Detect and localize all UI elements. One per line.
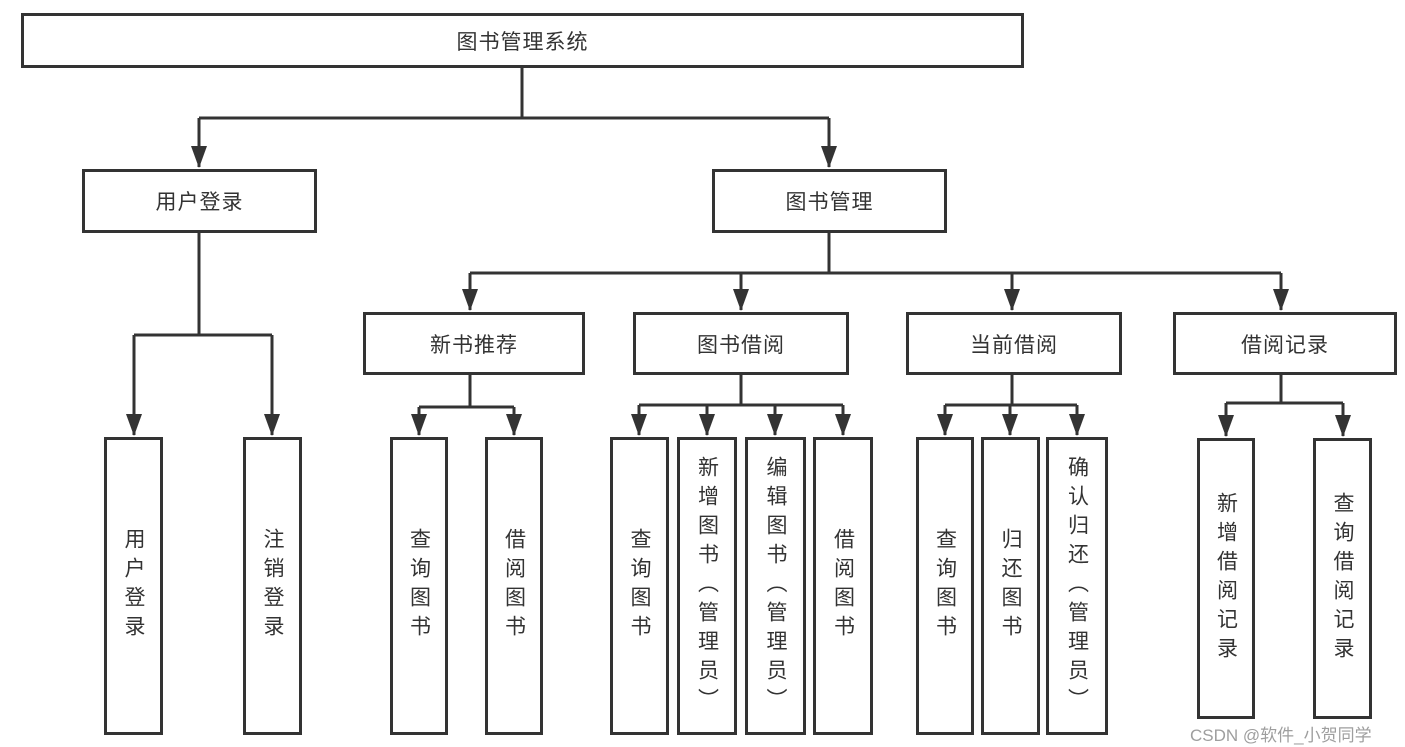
node-borrow-records-label: 借阅记录: [1241, 333, 1329, 357]
node-root-label: 图书管理系统: [456, 30, 589, 54]
leaf-cb-confirm-return-label: 确认归还（管理员）: [1065, 455, 1089, 717]
leaf-nb-borrow-books-label: 借阅图书: [502, 528, 526, 644]
leaf-logout-label: 注销登录: [261, 528, 284, 644]
connector-book-mgmt-to-level3: [462, 233, 1289, 311]
leaf-bb-query-books: 查询图书: [610, 437, 669, 735]
connector-new-books-children: [411, 375, 522, 436]
node-new-books: 新书推荐: [363, 312, 585, 375]
node-new-books-label: 新书推荐: [430, 333, 518, 357]
connector-borrow-records-children: [1218, 375, 1351, 437]
leaf-bb-borrow-books-label: 借阅图书: [831, 528, 855, 644]
leaf-nb-query-books: 查询图书: [390, 437, 448, 735]
leaf-cb-query-books-label: 查询图书: [933, 528, 957, 644]
node-root: 图书管理系统: [21, 13, 1024, 68]
leaf-cb-return-books-label: 归还图书: [999, 528, 1022, 644]
leaf-bb-edit-books-label: 编辑图书（管理员）: [764, 455, 787, 717]
leaf-br-add-record-label: 新增借阅记录: [1214, 491, 1238, 666]
connector-book-borrow-children: [631, 375, 851, 436]
node-current-borrow: 当前借阅: [906, 312, 1122, 375]
leaf-br-add-record: 新增借阅记录: [1197, 438, 1255, 719]
leaf-br-query-record-label: 查询借阅记录: [1331, 491, 1354, 666]
leaf-cb-return-books: 归还图书: [981, 437, 1040, 735]
connector-user-login-children: [126, 233, 280, 436]
leaf-bb-borrow-books: 借阅图书: [813, 437, 873, 735]
node-book-mgmt: 图书管理: [712, 169, 947, 233]
node-user-login: 用户登录: [82, 169, 317, 233]
leaf-user-login: 用户登录: [104, 437, 163, 735]
leaf-user-login-label: 用户登录: [122, 528, 145, 644]
node-user-login-label: 用户登录: [155, 191, 244, 214]
leaf-cb-query-books: 查询图书: [916, 437, 974, 735]
leaf-bb-query-books-label: 查询图书: [628, 528, 651, 644]
leaf-bb-edit-books: 编辑图书（管理员）: [745, 437, 806, 735]
leaf-br-query-record: 查询借阅记录: [1313, 438, 1372, 719]
leaf-logout: 注销登录: [243, 437, 302, 735]
node-borrow-records: 借阅记录: [1173, 312, 1397, 375]
node-current-borrow-label: 当前借阅: [970, 333, 1058, 357]
leaf-nb-borrow-books: 借阅图书: [485, 437, 543, 735]
connector-current-borrow-children: [937, 375, 1085, 436]
node-book-borrow-label: 图书借阅: [697, 333, 785, 357]
connector-root-to-level2: [191, 68, 837, 168]
watermark: CSDN @软件_小贺同学: [1190, 726, 1372, 745]
leaf-cb-confirm-return: 确认归还（管理员）: [1046, 437, 1108, 735]
leaf-nb-query-books-label: 查询图书: [407, 528, 431, 644]
node-book-borrow: 图书借阅: [633, 312, 849, 375]
leaf-bb-add-books-label: 新增图书（管理员）: [695, 455, 719, 717]
leaf-bb-add-books: 新增图书（管理员）: [677, 437, 737, 735]
node-book-mgmt-label: 图书管理: [785, 191, 874, 214]
